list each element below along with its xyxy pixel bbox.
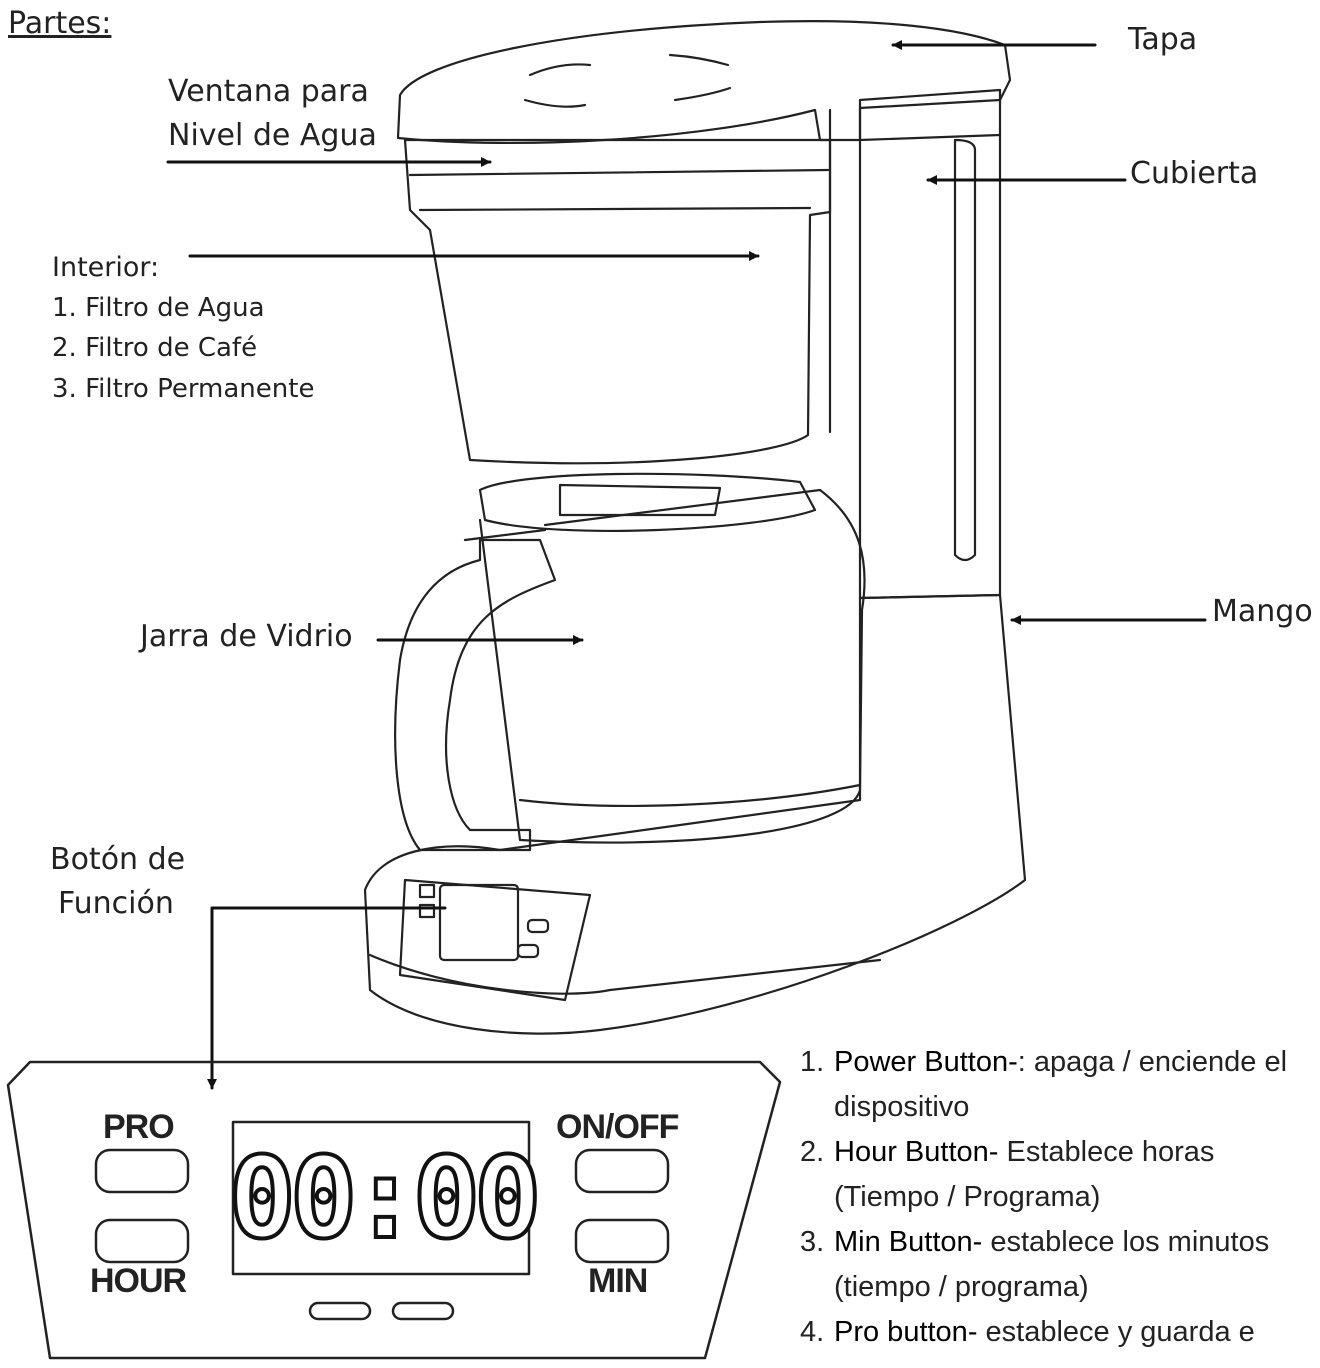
panel-enlarged [6,1060,782,1360]
interior-item: 1. Filtro de Agua [52,293,265,323]
page-title: Partes: [8,6,112,41]
step-item: 2. Hour Button- Establece horas (Tiempo … [800,1130,1320,1220]
label-tapa: Tapa [1128,22,1198,57]
hour-button [94,1218,190,1264]
interior-list: 1. Filtro de Agua 2. Filtro de Café 3. F… [52,288,314,409]
label-ventana-line1: Ventana para [168,74,369,109]
lcd-frame [231,1120,531,1276]
step-item: 3. Min Button- establece los minutos (ti… [800,1220,1320,1310]
step-number: 3. [800,1225,825,1258]
label-boton-line1: Botón de [50,842,186,877]
pro-label: PRO [103,1108,175,1146]
pro-button [94,1148,190,1194]
label-mango: Mango [1212,594,1313,629]
filter-basket [403,138,832,465]
step-item: 4. Pro button- establece y guarda e [800,1310,1320,1355]
indicator-light-left [308,1301,372,1321]
step-text: : apaga / enciende el dispositivo [834,1046,1288,1123]
button-descriptions: 1. Power Button-: apaga / enciende el di… [800,1040,1320,1355]
body-tower [858,88,1002,600]
onoff-label: ON/OFF [556,1108,679,1146]
lcd-display: 00:00 [226,1132,543,1266]
step-text: establece y guarda e [977,1315,1255,1348]
step-name: Pro button- [834,1315,978,1348]
interior-item: 3. Filtro Permanente [52,373,315,404]
label-ventana-line2: Nivel de Agua [168,118,377,153]
step-name: Hour Button- [834,1135,999,1168]
step-item: 1. Power Button-: apaga / enciende el di… [800,1040,1320,1130]
label-boton-line2: Función [58,886,174,921]
min-label: MIN [588,1262,648,1300]
base-control-panel [398,878,592,1002]
step-name: Min Button- [834,1225,983,1258]
onoff-button [574,1148,670,1194]
arrow-boton [207,906,447,1090]
label-jarra: Jarra de Vidrio [140,619,353,654]
hour-label: HOUR [90,1262,187,1300]
water-window [953,138,977,562]
step-text: establece los minutos (tiempo / programa… [834,1225,1270,1303]
indicator-light-right [391,1301,455,1321]
base [363,593,1027,1035]
carafe-handle [394,538,557,852]
label-interior: Interior: [52,252,160,283]
step-number: 1. [800,1046,825,1078]
step-number: 4. [800,1315,825,1348]
step-number: 2. [800,1135,825,1168]
step-name: Power Button- [834,1046,1018,1078]
label-cubierta: Cubierta [1130,156,1259,191]
glass-carafe [478,488,866,844]
step-text: Establece horas (Tiempo / Programa) [834,1135,1215,1213]
lid [396,20,1012,145]
min-button [574,1218,670,1264]
interior-item: 2. Filtro de Café [52,333,258,364]
